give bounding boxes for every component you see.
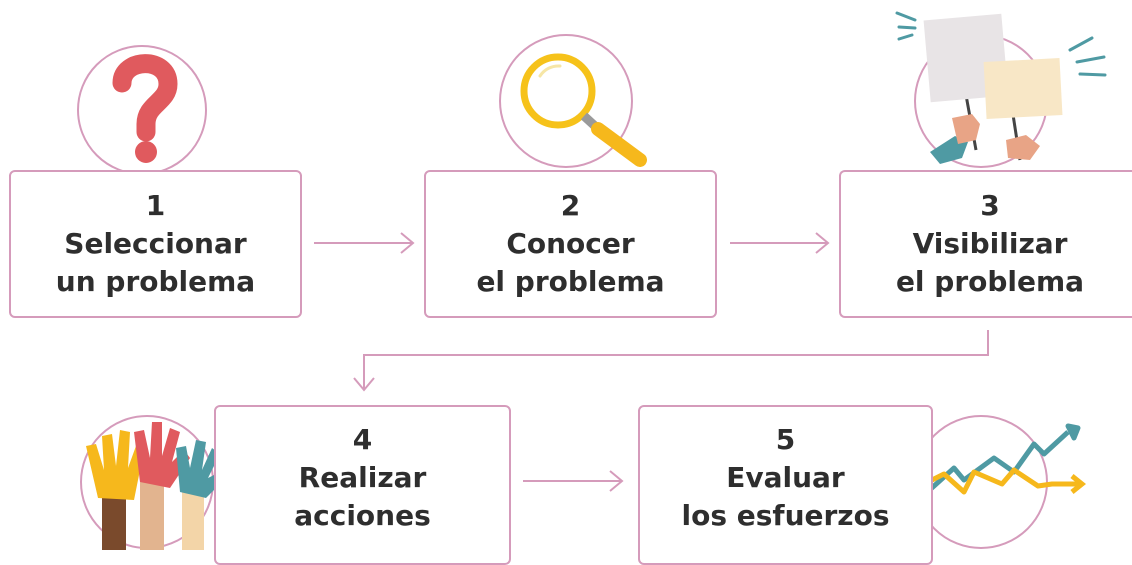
connector-1-2 [314, 232, 415, 254]
magnifier-icon [499, 34, 647, 168]
protest-signs-icon [895, 11, 1107, 168]
step-number: 2 [560, 189, 581, 222]
step-number: 4 [352, 423, 373, 456]
connector-3-4 [353, 330, 989, 392]
diagram-canvas [77, 11, 1107, 550]
step-3-box: 3 Visibilizar el problema [839, 170, 1132, 318]
step-title-line-1: Conocer [506, 227, 635, 260]
step-title-line-1: Evaluar [726, 461, 845, 494]
raised-hands-icon [80, 415, 224, 550]
step-title-line-2: el problema [476, 265, 665, 298]
question-mark-icon [77, 45, 207, 175]
step-number: 1 [145, 189, 166, 222]
step-1-box: 1 Seleccionar un problema [9, 170, 302, 318]
step-number: 3 [980, 189, 1000, 222]
step-4-box: 4 Realizar acciones [214, 405, 511, 565]
step-title-line-1: Visibilizar [912, 227, 1068, 260]
step-title-line-2: el problema [895, 265, 1085, 298]
step-title-line-1: Realizar [298, 461, 427, 494]
step-title-line-1: Seleccionar [64, 227, 247, 260]
step-title-line-2: los esfuerzos [681, 499, 890, 532]
step-5-box: 5 Evaluar los esfuerzos [638, 405, 933, 565]
connector-4-5 [523, 470, 624, 492]
step-title-line-2: un problema [55, 265, 256, 298]
connector-2-3 [730, 232, 830, 254]
step-number: 5 [775, 423, 796, 456]
step-title-line-2: acciones [294, 499, 431, 532]
step-2-box: 2 Conocer el problema [424, 170, 717, 318]
trend-chart-icon [914, 415, 1087, 549]
